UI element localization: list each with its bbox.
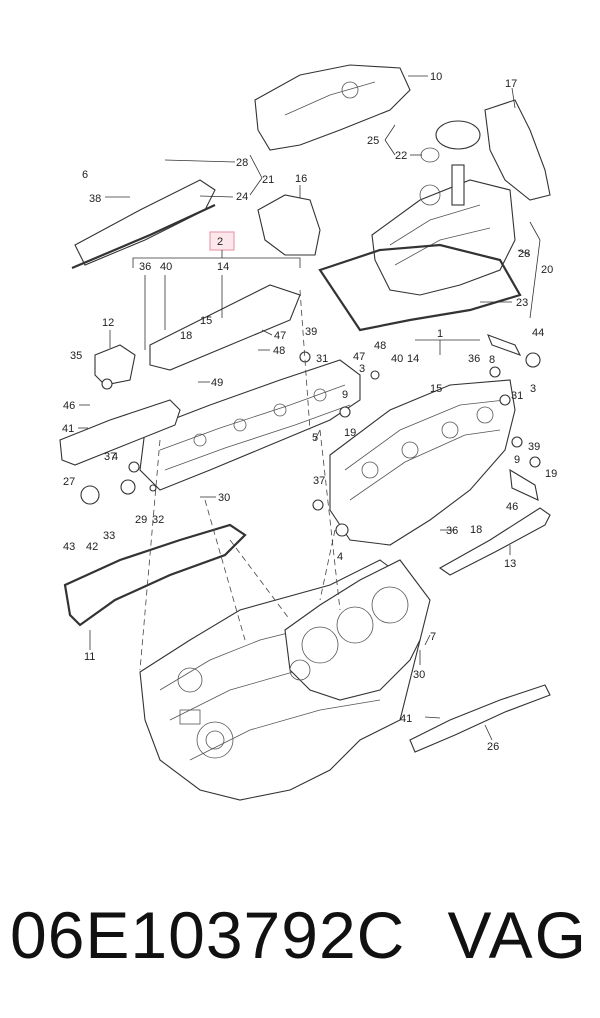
- callout-22: 22: [395, 150, 407, 162]
- part-26-bracket: [409, 684, 551, 753]
- exploded-parts-diagram: 1 2 3 3 4 4 5 6 7 8 9 9 10 11 12 13 14 1…: [59, 64, 557, 801]
- callout-39a: 39: [305, 326, 317, 338]
- callout-41b: 41: [400, 713, 412, 725]
- cam-carrier-left: [71, 179, 301, 371]
- callout-14b: 14: [407, 353, 419, 365]
- callout-21: 21: [262, 174, 274, 186]
- part-number: 06E103792C: [10, 898, 406, 972]
- brand-label: VAG: [447, 898, 588, 972]
- callout-16: 16: [295, 173, 307, 185]
- callout-3a: 3: [359, 363, 365, 375]
- callout-18b: 18: [470, 524, 482, 536]
- part-46-right: [509, 468, 539, 501]
- callout-49: 49: [211, 377, 223, 389]
- callout-27: 27: [63, 476, 75, 488]
- cylinder-head-right: [329, 379, 516, 546]
- part-17-cover: [484, 99, 551, 201]
- callout-7: 7: [430, 631, 436, 643]
- callout-20: 20: [541, 264, 553, 276]
- callout-35: 35: [70, 350, 82, 362]
- callout-5: 5: [312, 432, 318, 444]
- callout-8: 8: [489, 354, 495, 366]
- assembly-dashed-lines: [139, 289, 341, 671]
- callout-47a: 47: [274, 330, 286, 342]
- oil-filler-cap: [435, 120, 481, 150]
- callout-47b: 47: [353, 351, 365, 363]
- part-12-bracket: [94, 344, 136, 386]
- callout-39b: 39: [528, 441, 540, 453]
- callout-2: 2: [217, 236, 223, 248]
- callout-26: 26: [487, 741, 499, 753]
- callout-48b: 48: [374, 340, 386, 352]
- callout-36c: 36: [446, 525, 458, 537]
- callout-19b: 19: [545, 468, 557, 480]
- callout-38: 38: [89, 193, 101, 205]
- callout-10: 10: [430, 71, 442, 83]
- callout-4a: 4: [112, 451, 118, 463]
- callout-29: 29: [135, 514, 147, 526]
- callout-9b: 9: [514, 454, 520, 466]
- callout-17: 17: [505, 78, 517, 90]
- callout-4b: 4: [337, 551, 343, 563]
- callout-42: 42: [86, 541, 98, 553]
- part-27-cover: [59, 399, 181, 466]
- part-13-rail: [438, 507, 551, 576]
- callout-37a: 37: [313, 475, 325, 487]
- callout-44: 44: [532, 327, 544, 339]
- callout-43: 43: [63, 541, 75, 553]
- callout-41a: 41: [62, 423, 74, 435]
- callout-14a: 14: [217, 261, 229, 273]
- callout-37b: 37: [104, 451, 116, 463]
- callout-15a: 15: [200, 315, 212, 327]
- callout-19a: 19: [344, 427, 356, 439]
- callout-labels: 1 2 3 3 4 4 5 6 7 8 9 9 10 11 12 13 14 1…: [62, 71, 557, 753]
- callout-31a: 31: [316, 353, 328, 365]
- callout-12: 12: [102, 317, 114, 329]
- engine-top-cover: [254, 64, 411, 151]
- callout-28a: 28: [236, 157, 248, 169]
- callout-31b: 31: [511, 390, 523, 402]
- leader-lines: [78, 75, 541, 741]
- callout-9a: 9: [342, 389, 348, 401]
- callout-40a: 40: [160, 261, 172, 273]
- callout-30a: 30: [218, 492, 230, 504]
- callout-24: 24: [236, 191, 248, 203]
- callout-48a: 48: [273, 345, 285, 357]
- callout-13: 13: [504, 558, 516, 570]
- head-gasket: [284, 559, 431, 701]
- cylinder-head-left: [139, 359, 361, 491]
- callout-32: 32: [152, 514, 164, 526]
- callout-11: 11: [84, 651, 95, 663]
- part-44: [487, 334, 522, 356]
- part-16-bracket: [257, 194, 321, 256]
- callout-46b: 46: [506, 501, 518, 513]
- callout-1: 1: [437, 328, 443, 340]
- fasteners: [80, 351, 541, 537]
- callout-6: 6: [82, 169, 88, 181]
- part-11-gasket: [63, 523, 247, 627]
- callout-40b: 40: [391, 353, 403, 365]
- callout-3b: 3: [530, 383, 536, 395]
- callout-15b: 15: [430, 383, 442, 395]
- callout-36b: 36: [468, 353, 480, 365]
- callout-46a: 46: [63, 400, 75, 412]
- callout-18a: 18: [180, 330, 192, 342]
- callout-25: 25: [367, 135, 379, 147]
- callout-30b: 30: [413, 669, 425, 681]
- footer: 06E103792C VAG: [0, 890, 600, 980]
- callout-23: 23: [516, 297, 528, 309]
- valve-cover-right: [318, 164, 522, 332]
- callout-28b: 28: [518, 248, 530, 260]
- callout-33: 33: [103, 530, 115, 542]
- callout-36a: 36: [139, 261, 151, 273]
